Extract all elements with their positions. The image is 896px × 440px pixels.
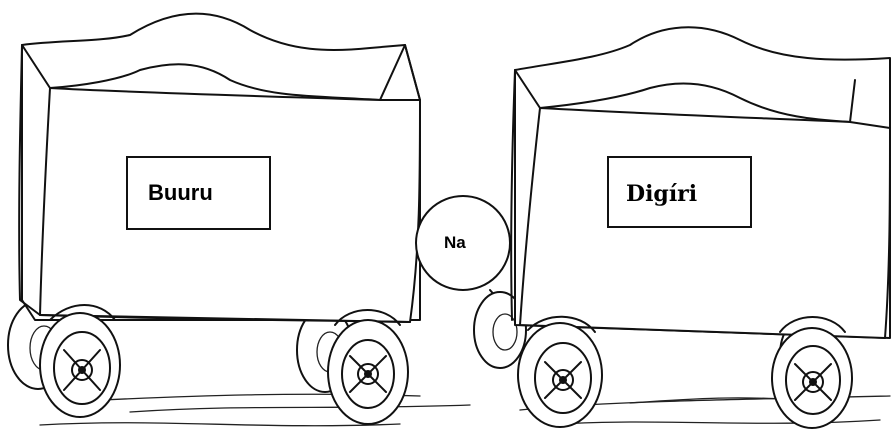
left-word-text: Buuru <box>148 180 213 205</box>
right-wagon <box>474 27 890 428</box>
right-wagon-front-wheel-left <box>518 317 602 427</box>
ground-lines <box>40 394 890 426</box>
connector-word-text: Na <box>444 233 466 252</box>
left-wagon <box>8 14 420 424</box>
right-word-text: Digíri <box>626 181 697 207</box>
